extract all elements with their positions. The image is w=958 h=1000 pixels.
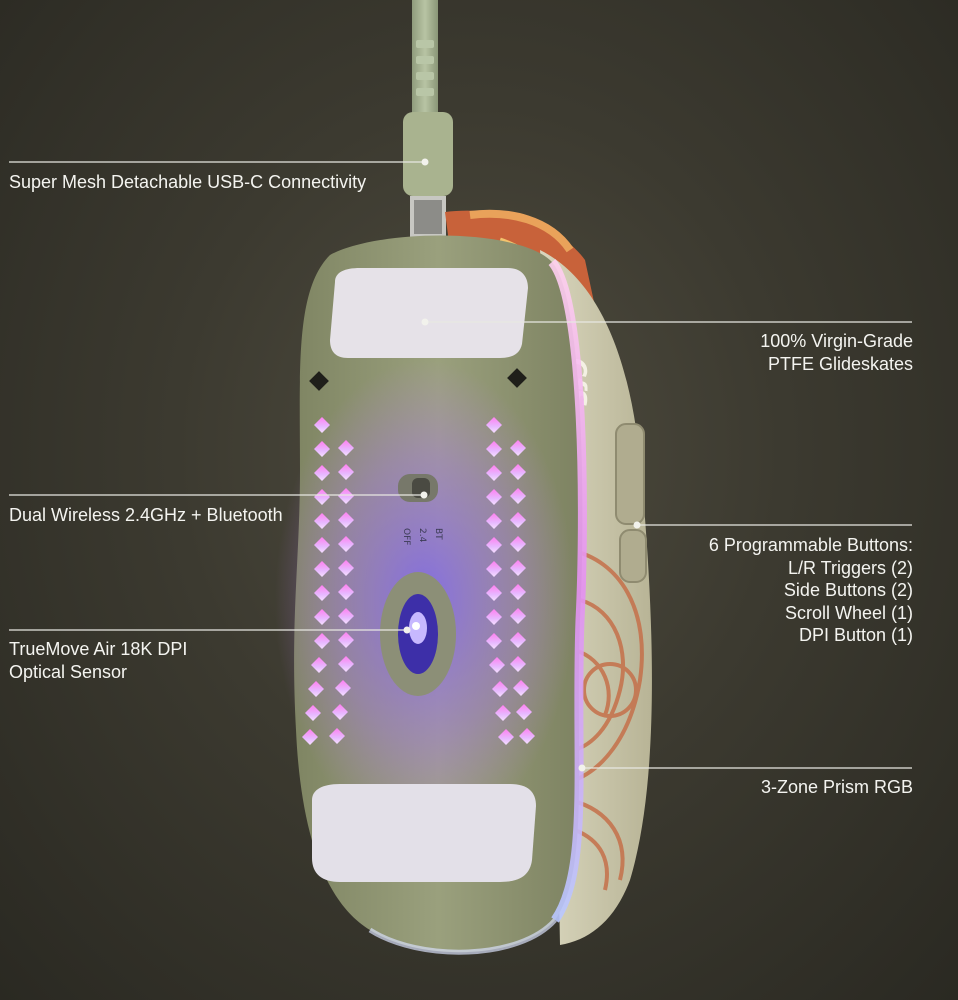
callout-wireless-line-1: Dual Wireless 2.4GHz + Bluetooth — [9, 505, 283, 525]
vent-hole — [486, 513, 502, 529]
honeycomb-vents — [302, 417, 535, 745]
callout-dots — [403, 158, 641, 772]
callout-sensor: TrueMove Air 18K DPI Optical Sensor — [9, 638, 187, 683]
vent-hole — [329, 728, 345, 744]
vent-hole — [311, 657, 327, 673]
vent-hole — [338, 632, 354, 648]
optical-sensor — [380, 572, 456, 696]
vent-hole — [486, 537, 502, 553]
vent-hole — [305, 705, 321, 721]
callout-buttons-line-5: DPI Button (1) — [798, 625, 913, 645]
vent-hole — [516, 704, 532, 720]
callout-buttons-line-3: Side Buttons (2) — [783, 580, 913, 600]
vent-hole — [510, 584, 526, 600]
callout-glideskates: 100% Virgin-Grade PTFE Glideskates — [760, 330, 913, 375]
callout-usb-c: Super Mesh Detachable USB-C Connectivity — [9, 171, 366, 194]
vent-hole — [510, 512, 526, 528]
vent-hole — [338, 512, 354, 528]
vent-hole — [338, 656, 354, 672]
vent-hole — [338, 464, 354, 480]
vent-hole — [338, 488, 354, 504]
vent-hole — [486, 465, 502, 481]
usb-cable — [403, 0, 453, 238]
vent-hole — [314, 609, 330, 625]
callout-rgb-line-1: 3-Zone Prism RGB — [760, 777, 913, 797]
vent-hole — [338, 584, 354, 600]
callout-sensor-line-2: Optical Sensor — [9, 661, 128, 682]
vent-hole — [510, 536, 526, 552]
vent-hole — [314, 561, 330, 577]
vent-hole — [332, 704, 348, 720]
screw-right — [507, 368, 527, 388]
vent-hole — [314, 417, 330, 433]
vent-hole — [314, 537, 330, 553]
callout-programmable-buttons: 6 Programmable Buttons: L/R Triggers (2)… — [709, 534, 913, 647]
vent-hole — [314, 585, 330, 601]
vent-hole — [492, 681, 508, 697]
callout-buttons-line-2: L/R Triggers (2) — [787, 557, 913, 578]
vent-hole — [486, 417, 502, 433]
callout-lines — [9, 161, 912, 769]
vent-hole — [486, 489, 502, 505]
svg-text:2.4: 2.4 — [417, 528, 427, 543]
vent-hole — [338, 608, 354, 624]
callout-sensor-line-1: TrueMove Air 18K DPI — [9, 639, 188, 659]
ptfe-skate-top — [330, 268, 528, 358]
vent-hole — [510, 608, 526, 624]
vent-hole — [510, 632, 526, 648]
vent-hole — [314, 465, 330, 481]
vent-hole — [489, 657, 505, 673]
callout-wireless: Dual Wireless 2.4GHz + Bluetooth — [9, 504, 283, 527]
vent-hole — [510, 560, 526, 576]
callout-buttons-line-4: Scroll Wheel (1) — [784, 602, 913, 623]
callout-rgb: 3-Zone Prism RGB — [761, 776, 913, 799]
callout-glideskates-line-2: PTFE Glideskates — [767, 353, 913, 374]
vent-hole — [513, 680, 529, 696]
vent-hole — [335, 680, 351, 696]
callout-usb-c-line-1: Super Mesh Detachable USB-C Connectivity — [9, 172, 367, 192]
vent-hole — [510, 440, 526, 456]
side-button-upper — [615, 423, 645, 525]
vent-hole — [486, 561, 502, 577]
vent-hole — [338, 560, 354, 576]
vent-hole — [519, 728, 535, 744]
svg-text:OFF: OFF — [401, 528, 411, 545]
callout-glideskates-line-1: 100% Virgin-Grade — [760, 331, 913, 351]
vent-hole — [510, 464, 526, 480]
vent-hole — [338, 440, 354, 456]
vent-hole — [314, 513, 330, 529]
rgb-rim — [548, 259, 587, 923]
vent-hole — [314, 489, 330, 505]
vent-hole — [308, 681, 324, 697]
vent-hole — [498, 729, 514, 745]
callout-buttons-line-1: 6 Programmable Buttons: — [708, 535, 913, 555]
vent-hole — [510, 656, 526, 672]
screw-left — [309, 371, 329, 391]
vent-hole — [510, 488, 526, 504]
side-button-lower — [619, 529, 647, 583]
ptfe-skate-bottom — [312, 784, 536, 882]
vent-hole — [486, 633, 502, 649]
vent-hole — [486, 441, 502, 457]
vent-hole — [486, 585, 502, 601]
vent-hole — [338, 536, 354, 552]
vent-hole — [486, 609, 502, 625]
vent-hole — [302, 729, 318, 745]
vent-hole — [314, 441, 330, 457]
vent-hole — [314, 633, 330, 649]
vent-hole — [495, 705, 511, 721]
svg-text:BT: BT — [433, 528, 443, 540]
